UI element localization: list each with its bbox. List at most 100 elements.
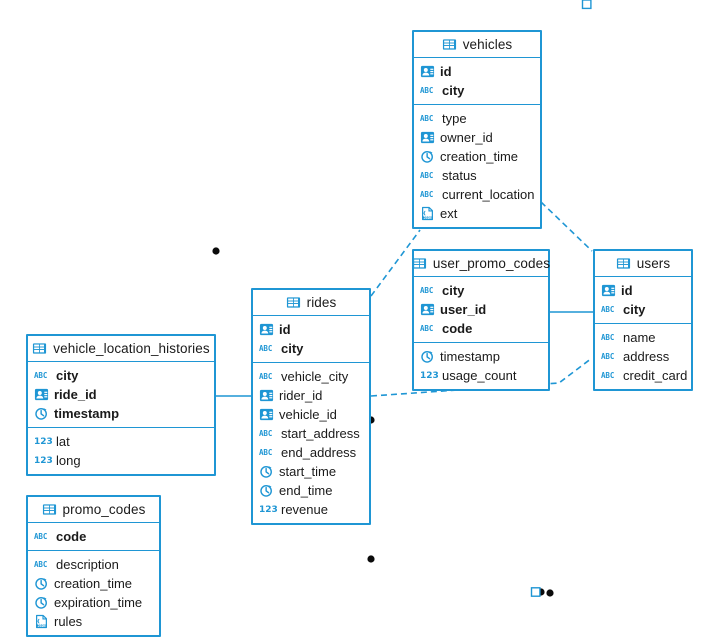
table-header-vehicle_location_histories[interactable]: vehicle_location_histories (28, 336, 214, 362)
key-icon (259, 388, 274, 403)
column-name: long (56, 453, 81, 468)
column-row[interactable]: owner_id (414, 128, 540, 147)
column-row[interactable]: id (595, 281, 691, 300)
table-header-rides[interactable]: rides (253, 290, 369, 316)
column-row[interactable]: ABC description (28, 555, 159, 574)
relationship-user-promo-codes-to-users[interactable] (546, 311, 593, 597)
column-row[interactable]: start_time (253, 462, 369, 481)
num-icon: 123 (34, 437, 53, 447)
abc-icon: ABC (601, 352, 615, 361)
abc-icon: ABC (259, 429, 273, 438)
column-name: expiration_time (54, 595, 143, 610)
json-icon: JSON (34, 614, 49, 629)
abc-icon: ABC (34, 560, 48, 569)
clock-icon (259, 464, 274, 479)
column-name: start_time (279, 464, 337, 479)
key-icon (420, 130, 435, 145)
table-header-user_promo_codes[interactable]: user_promo_codes (412, 251, 550, 277)
column-row[interactable]: rider_id (253, 386, 369, 405)
table-icon (616, 256, 631, 271)
column-row[interactable]: ABC start_address (253, 424, 369, 443)
column-name: rules (54, 614, 83, 629)
column-name: creation_time (54, 576, 133, 591)
table-icon (286, 295, 301, 310)
column-name: start_address (281, 426, 360, 441)
column-name: city (442, 283, 465, 298)
relationship-vehicle-location-histories-to-rides[interactable] (212, 247, 251, 397)
key-icon (601, 283, 616, 298)
table-header-promo_codes[interactable]: promo_codes (28, 497, 159, 523)
column-row[interactable]: vehicle_id (253, 405, 369, 424)
target-open-square-marker (530, 587, 541, 597)
column-row[interactable]: creation_time (414, 147, 540, 166)
column-name: vehicle_id (279, 407, 337, 422)
column-row[interactable]: end_time (253, 481, 369, 500)
column-name: revenue (281, 502, 328, 517)
column-name: name (623, 330, 656, 345)
column-row[interactable]: creation_time (28, 574, 159, 593)
abc-icon: ABC (34, 532, 48, 541)
clock-icon (34, 595, 49, 610)
column-name: type (442, 111, 467, 126)
abc-icon: ABC (420, 324, 434, 333)
target-open-square-marker (581, 0, 592, 10)
column-row[interactable]: expiration_time (28, 593, 159, 612)
column-row[interactable]: id (414, 62, 540, 81)
column-row[interactable]: timestamp (28, 404, 214, 423)
source-dot-marker (546, 589, 554, 597)
column-name: id (440, 64, 452, 79)
table-header-vehicles[interactable]: vehicles (414, 32, 540, 58)
column-row[interactable]: ABC type (414, 109, 540, 128)
column-row[interactable]: timestamp (414, 347, 548, 366)
column-row[interactable]: user_id (414, 300, 548, 319)
table-title: rides (306, 295, 337, 310)
column-name: ride_id (54, 387, 97, 402)
column-row[interactable]: ride_id (28, 385, 214, 404)
table-header-users[interactable]: users (595, 251, 691, 277)
column-name: description (56, 557, 119, 572)
column-row[interactable]: id (253, 320, 369, 339)
abc-icon: ABC (420, 114, 434, 123)
table-icon (32, 341, 47, 356)
column-row[interactable]: JSON rules (28, 612, 159, 631)
key-icon (420, 64, 435, 79)
clock-icon (420, 149, 435, 164)
clock-icon (34, 576, 49, 591)
clock-icon (420, 349, 435, 364)
abc-icon: ABC (601, 305, 615, 314)
column-name: credit_card (623, 368, 688, 383)
json-icon: JSON (420, 206, 435, 221)
